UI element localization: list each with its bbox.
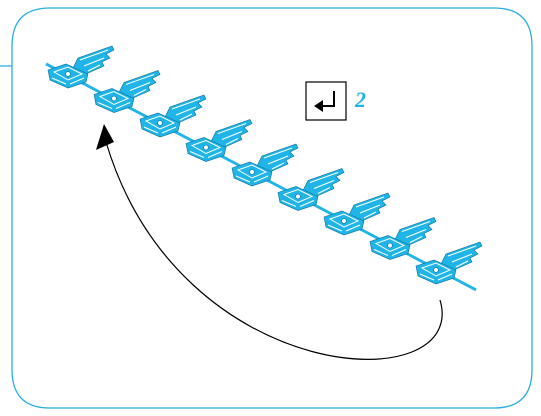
assembly-part xyxy=(185,119,253,162)
assembly-part xyxy=(323,192,391,236)
assembly-part xyxy=(93,70,161,113)
panel-frame xyxy=(0,7,533,409)
assembly-part xyxy=(277,168,345,211)
assembly-part xyxy=(415,241,483,285)
assembly-part xyxy=(231,143,299,187)
assembly-part xyxy=(47,45,115,89)
part-chain xyxy=(47,45,483,285)
return-arrow-icon xyxy=(305,81,347,121)
arrow-head xyxy=(96,124,114,150)
step-number: 2 xyxy=(355,87,366,112)
assembly-part xyxy=(369,217,437,260)
curved-arrow-icon xyxy=(105,141,443,360)
assembly-part xyxy=(139,94,207,138)
